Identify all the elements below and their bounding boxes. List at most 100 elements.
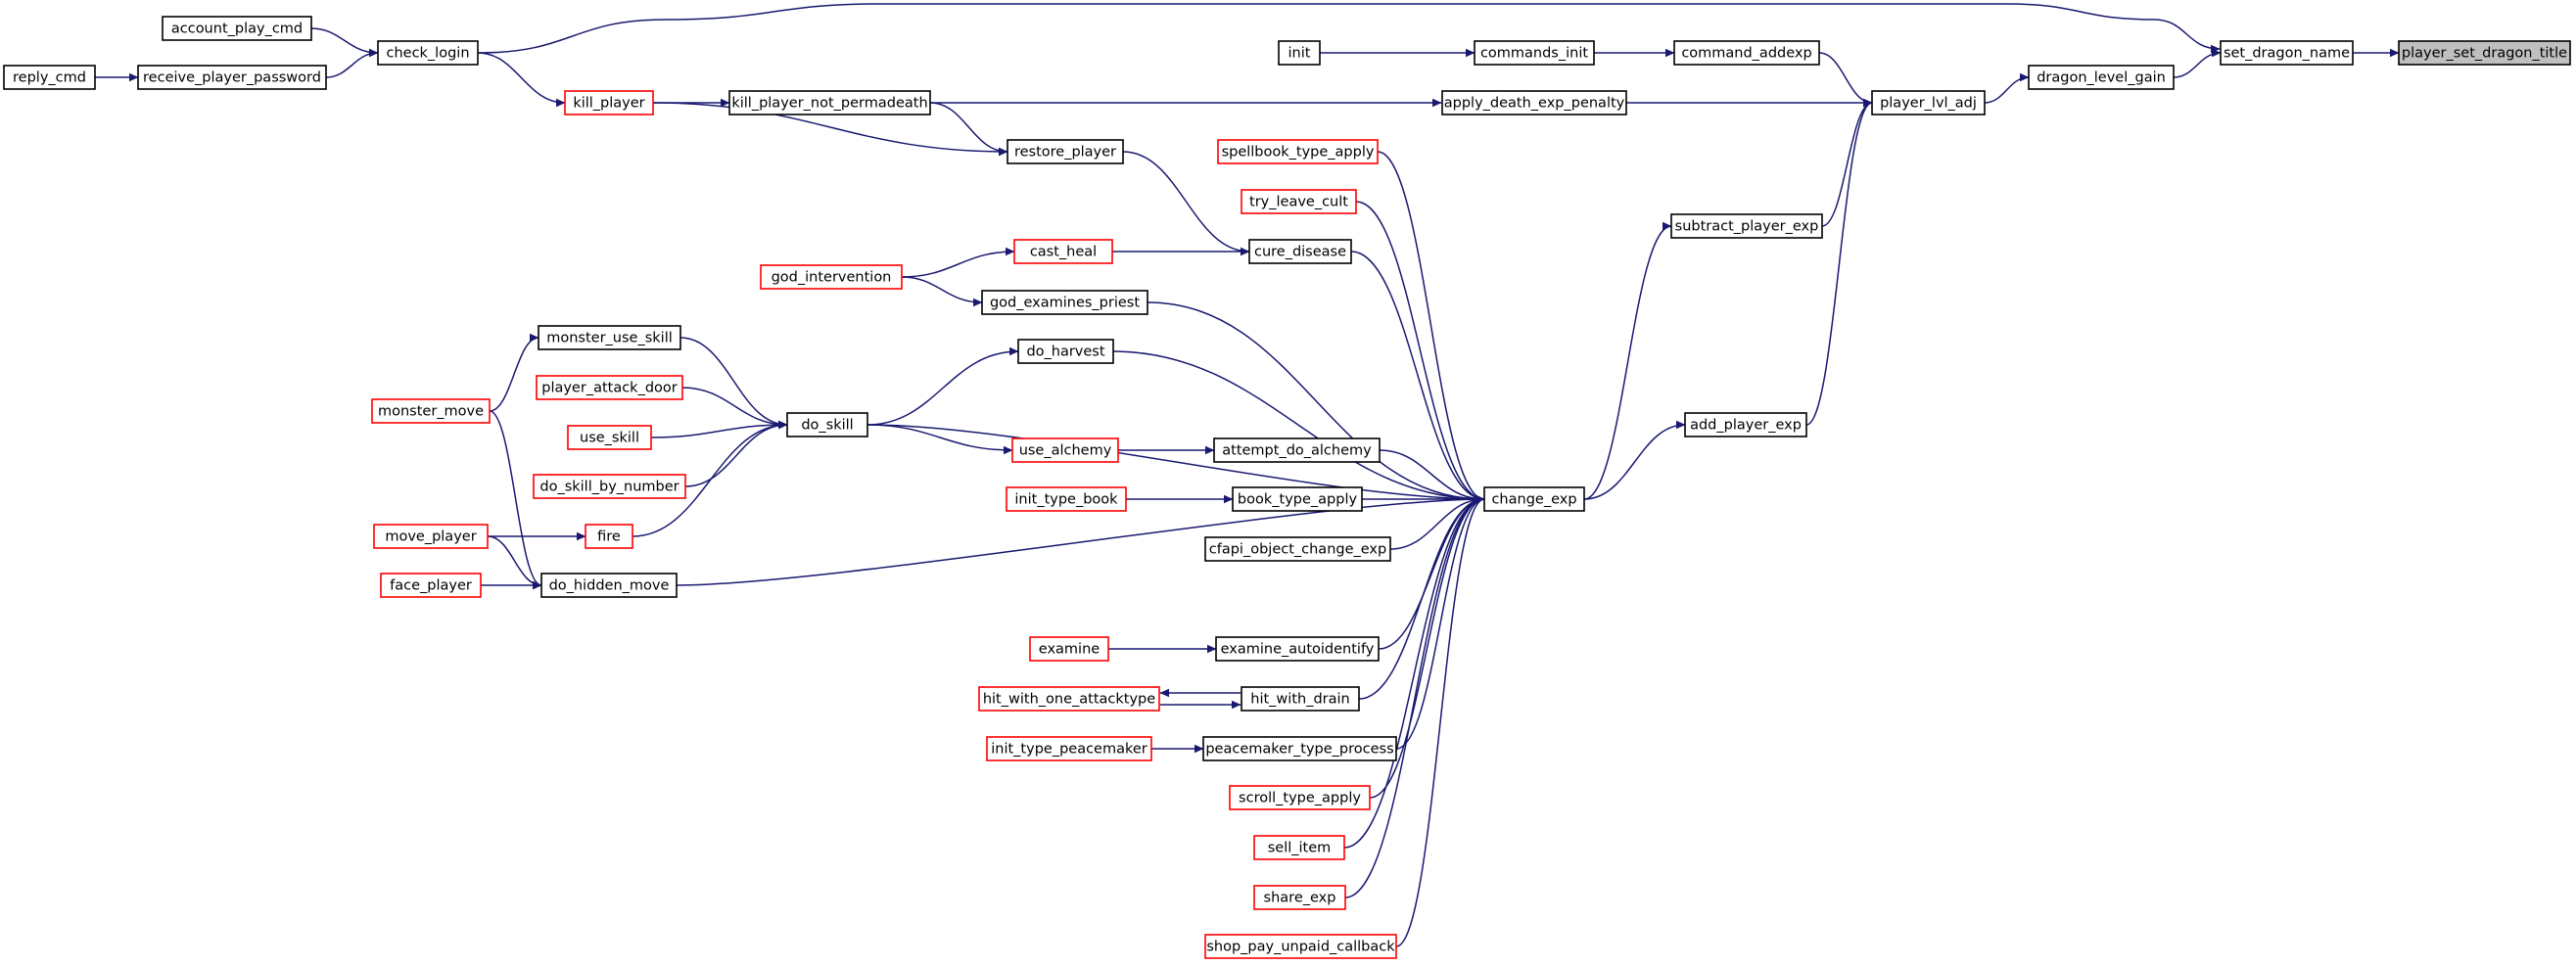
- node-label: restore_player: [1014, 145, 1116, 161]
- node-restore-player[interactable]: restore_player: [1007, 139, 1124, 164]
- edge-share_exp-to-change_exp: [1344, 494, 1485, 898]
- node-scroll-type-apply[interactable]: scroll_type_apply: [1229, 785, 1371, 810]
- edge-player_lvl_adj-to-dragon_level_gain: [1984, 72, 2030, 104]
- edge-player_attack_door-to-do_skill: [681, 387, 788, 430]
- node-label: use_skill: [580, 431, 639, 446]
- node-god-examines-priest[interactable]: god_examines_priest: [981, 290, 1148, 315]
- node-do-hidden-move[interactable]: do_hidden_move: [540, 573, 678, 598]
- node-commands-init[interactable]: commands_init: [1474, 40, 1595, 66]
- node-examine-autoidentify[interactable]: examine_autoidentify: [1215, 636, 1380, 662]
- node-spellbook-type-apply[interactable]: spellbook_type_apply: [1217, 139, 1379, 164]
- node-init-type-peacemaker[interactable]: init_type_peacemaker: [986, 736, 1152, 761]
- node-cfapi-object-change-exp[interactable]: cfapi_object_change_exp: [1204, 536, 1391, 562]
- edge-do_hidden_move-to-change_exp: [676, 494, 1485, 586]
- node-label: init_type_book: [1014, 492, 1118, 508]
- node-cure-disease[interactable]: cure_disease: [1248, 239, 1352, 264]
- edge-god_intervention-to-god_examines_priest: [901, 276, 983, 307]
- node-dragon-level-gain[interactable]: dragon_level_gain: [2028, 65, 2175, 90]
- edge-god_examines_priest-to-change_exp: [1147, 301, 1485, 504]
- node-label: player_lvl_adj: [1880, 96, 1977, 112]
- node-label: receive_player_password: [143, 70, 321, 86]
- node-add-player-exp[interactable]: add_player_exp: [1684, 412, 1807, 437]
- edge-restore_player-to-cure_disease: [1122, 151, 1250, 256]
- node-hit-with-drain[interactable]: hit_with_drain: [1241, 686, 1360, 712]
- node-shop-pay-unpaid-callback[interactable]: shop_pay_unpaid_callback: [1204, 934, 1397, 959]
- node-reply-cmd[interactable]: reply_cmd: [3, 65, 96, 90]
- node-subtract-player-exp[interactable]: subtract_player_exp: [1670, 213, 1823, 239]
- node-kill-player-not-permadeath[interactable]: kill_player_not_permadeath: [728, 90, 931, 115]
- node-use-alchemy[interactable]: use_alchemy: [1011, 437, 1119, 463]
- node-check-login[interactable]: check_login: [377, 40, 479, 66]
- node-label: face_player: [390, 578, 472, 594]
- node-peacemaker-type-process[interactable]: peacemaker_type_process: [1202, 736, 1397, 761]
- edge-kill_player-to-restore_player: [652, 102, 1008, 157]
- node-kill-player[interactable]: kill_player: [564, 90, 654, 115]
- edge-scroll_type_apply-to-change_exp: [1369, 494, 1485, 799]
- node-label: hit_with_one_attacktype: [983, 692, 1155, 708]
- node-label: sell_item: [1268, 841, 1332, 856]
- edge-monster_use_skill-to-do_skill: [679, 337, 788, 430]
- node-label: do_skill_by_number: [539, 480, 679, 495]
- node-label: do_skill: [801, 418, 853, 434]
- node-receive-player-password[interactable]: receive_player_password: [137, 65, 327, 90]
- node-player-attack-door[interactable]: player_attack_door: [536, 375, 683, 400]
- node-set-dragon-name[interactable]: set_dragon_name: [2220, 40, 2354, 66]
- node-sell-item[interactable]: sell_item: [1253, 835, 1345, 860]
- edge-peacemaker_type_process-to-change_exp: [1395, 494, 1485, 750]
- node-use-skill[interactable]: use_skill: [567, 425, 652, 450]
- node-label: init: [1288, 46, 1311, 62]
- node-attempt-do-alchemy[interactable]: attempt_do_alchemy: [1213, 437, 1381, 463]
- node-label: command_addexp: [1681, 46, 1811, 62]
- node-share-exp[interactable]: share_exp: [1253, 885, 1346, 910]
- node-init-type-book[interactable]: init_type_book: [1006, 486, 1127, 512]
- edge-try_leave_cult-to-change_exp: [1355, 201, 1485, 504]
- node-player-set-dragon-title[interactable]: player_set_dragon_title: [2398, 40, 2571, 66]
- node-face-player[interactable]: face_player: [380, 573, 482, 598]
- node-god-intervention[interactable]: god_intervention: [760, 264, 903, 290]
- node-label: scroll_type_apply: [1239, 791, 1361, 806]
- node-label: cfapi_object_change_exp: [1209, 542, 1386, 558]
- node-fire[interactable]: fire: [585, 524, 633, 549]
- edge-do_harvest-to-change_exp: [1112, 350, 1485, 504]
- node-label: examine_autoidentify: [1221, 642, 1375, 658]
- node-change-exp[interactable]: change_exp: [1483, 486, 1585, 512]
- node-label: do_hidden_move: [549, 578, 670, 594]
- node-label: do_harvest: [1026, 345, 1104, 360]
- node-label: book_type_apply: [1238, 492, 1358, 508]
- edge-cfapi_object_change_exp-to-change_exp: [1389, 494, 1485, 550]
- node-label: check_login: [386, 46, 469, 62]
- node-player-lvl-adj[interactable]: player_lvl_adj: [1871, 90, 1986, 115]
- node-label: init_type_peacemaker: [991, 742, 1147, 758]
- node-label: player_attack_door: [541, 381, 678, 396]
- node-label: add_player_exp: [1690, 418, 1802, 434]
- edge-kill_player_not_permadeath-to-restore_player: [929, 102, 1008, 157]
- node-init[interactable]: init: [1278, 40, 1321, 66]
- node-account-play-cmd[interactable]: account_play_cmd: [162, 16, 312, 41]
- edge-do_skill-to-change_exp: [866, 424, 1485, 504]
- node-cast-heal[interactable]: cast_heal: [1013, 239, 1113, 264]
- edge-cure_disease-to-change_exp: [1350, 251, 1485, 504]
- node-examine[interactable]: examine: [1029, 636, 1109, 662]
- node-label: try_leave_cult: [1249, 195, 1348, 210]
- node-label: god_intervention: [772, 270, 892, 286]
- node-apply-death-exp-penalty[interactable]: apply_death_exp_penalty: [1441, 90, 1627, 115]
- node-monster-move[interactable]: monster_move: [371, 398, 491, 424]
- node-label: move_player: [385, 529, 476, 545]
- node-label: cast_heal: [1030, 245, 1097, 260]
- node-move-player[interactable]: move_player: [373, 524, 489, 549]
- node-label: dragon_level_gain: [2037, 70, 2166, 86]
- node-do-skill-by-number[interactable]: do_skill_by_number: [533, 474, 686, 499]
- node-do-harvest[interactable]: do_harvest: [1017, 339, 1114, 364]
- node-hit-with-one-attacktype[interactable]: hit_with_one_attacktype: [978, 686, 1160, 712]
- node-label: god_examines_priest: [990, 296, 1140, 311]
- node-monster-use-skill[interactable]: monster_use_skill: [538, 325, 681, 350]
- node-label: reply_cmd: [13, 70, 86, 86]
- node-do-skill[interactable]: do_skill: [786, 412, 868, 437]
- node-book-type-apply[interactable]: book_type_apply: [1232, 486, 1363, 512]
- edge-change_exp-to-add_player_exp: [1583, 420, 1686, 500]
- node-label: examine: [1039, 642, 1100, 658]
- node-label: commands_init: [1480, 46, 1588, 62]
- node-try-leave-cult[interactable]: try_leave_cult: [1241, 189, 1357, 214]
- node-command-addexp[interactable]: command_addexp: [1673, 40, 1820, 66]
